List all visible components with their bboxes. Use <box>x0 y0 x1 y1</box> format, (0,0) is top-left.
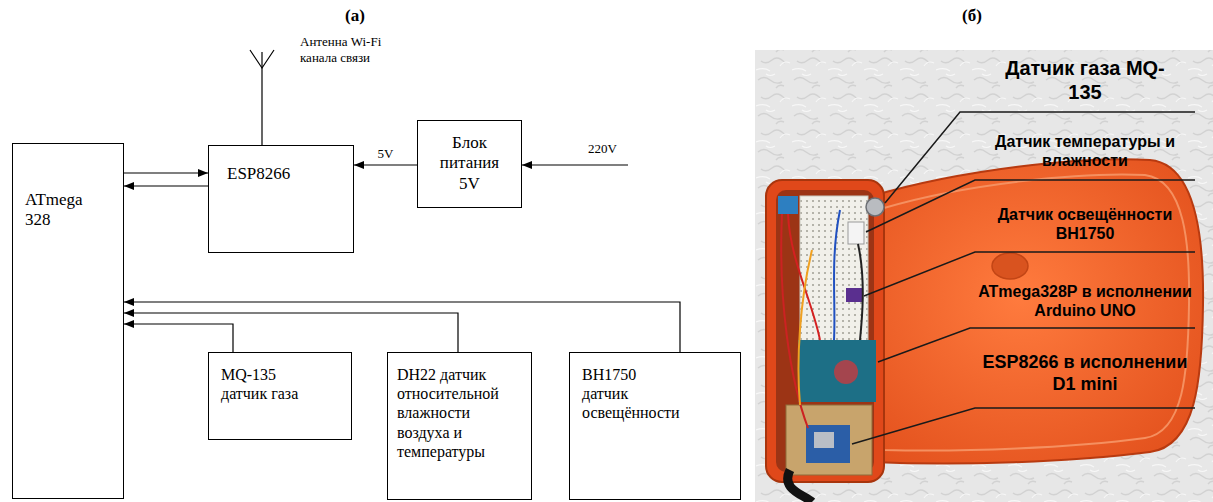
block-box: ATmega 328 <box>12 143 124 499</box>
label-box: Датчик температуры и влажности <box>980 132 1190 170</box>
signal-arrow <box>124 302 680 352</box>
block-label: BH1750 датчик освещённости <box>582 365 682 423</box>
block-label: DH22 датчик относительной влажности возд… <box>397 365 522 461</box>
wire <box>788 214 820 340</box>
mains-input-arrow <box>522 164 628 165</box>
antenna-head <box>250 50 274 68</box>
label-box: (а) <box>333 6 377 26</box>
breadboard <box>800 196 868 346</box>
antenna-symbol <box>250 50 274 145</box>
led-glow <box>834 360 858 384</box>
callout-label: ESP8266 в исполнении D1 mini <box>975 352 1195 395</box>
block-box: DH22 датчик относительной влажности возд… <box>387 352 532 500</box>
signal-arrow <box>124 313 458 352</box>
housing-base <box>766 180 884 482</box>
callout-label: ATmega328P в исполнении Arduino UNO <box>970 282 1200 320</box>
signal-arrow <box>124 172 208 173</box>
gas-sensor <box>866 198 884 216</box>
block-label: Блок питания 5V <box>432 133 508 194</box>
photo-background <box>755 50 1213 502</box>
block-label: ESP8266 <box>227 164 290 184</box>
antenna-mast <box>261 52 262 145</box>
label-box: (б) <box>950 6 994 26</box>
leader-lines <box>852 112 1195 444</box>
leader-line <box>852 408 1195 444</box>
annotation-label: (б) <box>950 6 994 26</box>
wire <box>858 244 863 340</box>
leader-line <box>885 112 1195 203</box>
signal-arrow <box>354 164 417 165</box>
voltage-label: 5V <box>378 146 394 162</box>
label-box: Датчик газа MQ-135 <box>1005 56 1165 104</box>
block-label: ATmega 328 <box>25 190 95 231</box>
block-box: ESP8266 <box>208 145 354 253</box>
wire <box>781 214 808 428</box>
wire <box>799 250 813 405</box>
lid-dimple <box>992 253 1028 279</box>
light-sensor <box>846 288 862 302</box>
label-box: 220V <box>588 141 636 157</box>
wifi-module <box>814 432 834 448</box>
label-box: ATmega328P в исполнении Arduino UNO <box>970 282 1200 320</box>
block-box: BH1750 датчик освещённости <box>569 352 741 500</box>
callout-label: Датчик температуры и влажности <box>980 132 1190 170</box>
annotation-label: 220V <box>588 141 636 157</box>
block-box: Блок питания 5V <box>417 120 522 208</box>
wire <box>834 210 840 340</box>
signal-arrow <box>124 324 233 352</box>
label-box: ESP8266 в исполнении D1 mini <box>975 352 1195 395</box>
callout-label: Датчик газа MQ-135 <box>1005 56 1165 104</box>
callout-label: Датчик освещённости BH1750 <box>985 205 1185 243</box>
humidity-sensor <box>848 222 864 244</box>
signal-arrow <box>124 185 208 186</box>
block-box: MQ-135 датчик газа <box>208 352 352 440</box>
label-box: 5V <box>378 146 394 162</box>
annotation-label: (а) <box>333 6 377 26</box>
terminal-block <box>778 196 798 214</box>
d1-mini-board <box>806 425 850 463</box>
arduino-board <box>798 340 876 402</box>
block-label: MQ-135 датчик газа <box>221 365 321 403</box>
power-cable <box>788 470 812 502</box>
label-box: Датчик освещённости BH1750 <box>985 205 1185 243</box>
power-board <box>786 405 872 475</box>
label-box: Антенна Wi-Fi канала связи <box>300 34 404 65</box>
annotation-label: Антенна Wi-Fi канала связи <box>300 34 404 65</box>
